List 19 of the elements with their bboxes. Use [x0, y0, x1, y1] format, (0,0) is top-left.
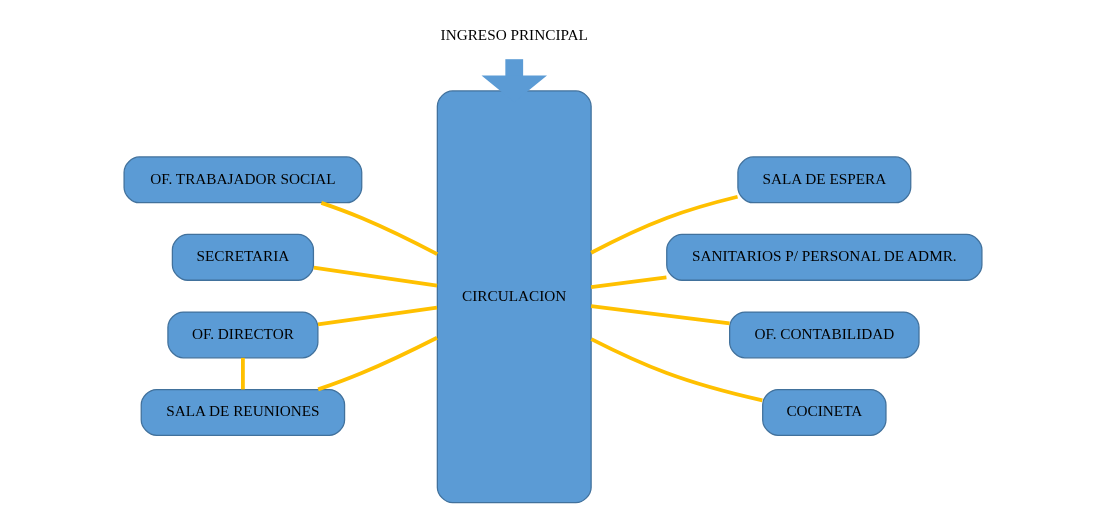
connector: [590, 275, 667, 289]
connector: [313, 265, 438, 288]
connector: [317, 336, 438, 392]
node-box: OF. TRABAJADOR SOCIAL: [123, 156, 363, 204]
node-box: COCINETA: [762, 388, 887, 436]
node-box: SALA DE ESPERA: [737, 156, 912, 204]
node-box: SANITARIOS P/ PERSONAL DE ADMR.: [666, 233, 983, 281]
connector: [590, 194, 738, 255]
node-box: SECRETARIA: [171, 233, 315, 281]
node-text: INGRESO PRINCIPAL: [440, 26, 588, 44]
connector: [590, 337, 763, 403]
connector: [590, 304, 730, 326]
connector: [241, 357, 245, 390]
node-box: SALA DE REUNIONES: [140, 388, 346, 436]
node-box: CIRCULACION: [436, 90, 592, 504]
connector: [320, 201, 439, 256]
node-box: OF. DIRECTOR: [167, 311, 319, 359]
connector: [317, 305, 438, 327]
node-box: OF. CONTABILIDAD: [729, 311, 920, 359]
